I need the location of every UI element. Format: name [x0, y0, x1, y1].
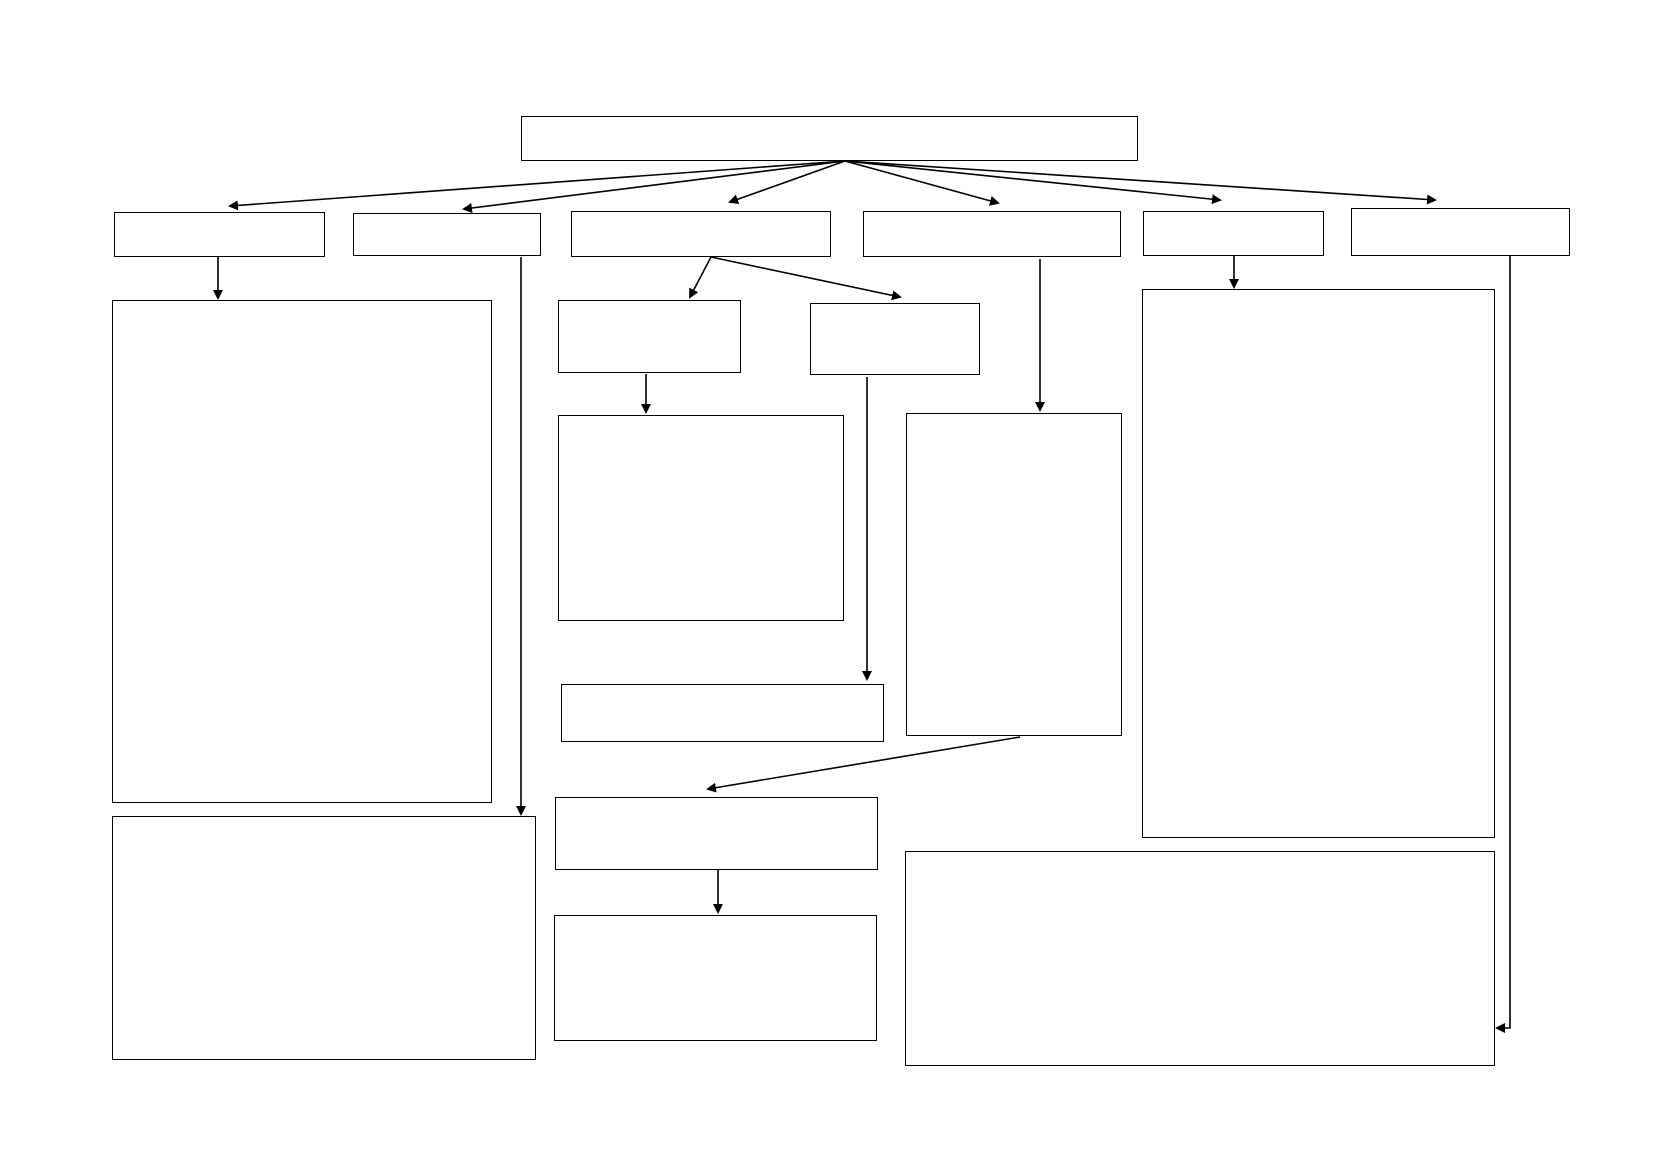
edge-root-to-c — [728, 160, 846, 205]
d-next-detail-box — [554, 915, 877, 1041]
level1-box-c — [571, 211, 831, 257]
edge-f-to-detail — [1495, 256, 1511, 1033]
d-next-box — [555, 797, 878, 870]
c-right-box — [810, 303, 980, 375]
c-left-detail-box — [558, 415, 844, 621]
edge-c-to-left — [689, 256, 712, 299]
c-right-detail-box — [561, 684, 884, 742]
level1-box-a — [114, 212, 325, 257]
e-detail-box — [1142, 289, 1495, 838]
d-detail-box — [906, 413, 1122, 736]
level1-box-e — [1143, 211, 1324, 256]
edge-root-to-e — [844, 160, 1222, 205]
b-detail-box — [112, 816, 536, 1060]
edge-root-to-a — [228, 160, 846, 211]
edge-root-to-f — [844, 160, 1437, 205]
c-left-box — [558, 300, 741, 373]
level1-box-f — [1351, 208, 1570, 256]
root-box — [521, 116, 1138, 161]
edge-root-to-d — [844, 160, 1000, 206]
f-detail-box — [905, 851, 1495, 1066]
level1-box-d — [863, 211, 1121, 257]
level1-box-b — [353, 213, 541, 256]
edge-root-to-b — [462, 160, 846, 213]
edge-ddetail-to-dnext — [706, 736, 1021, 793]
a-detail-box — [112, 300, 492, 803]
edge-c-to-right — [710, 256, 902, 301]
